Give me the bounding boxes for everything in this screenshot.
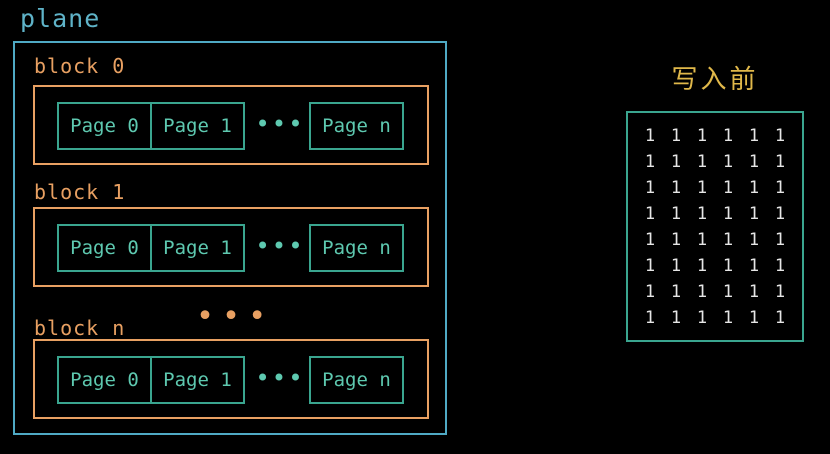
matrix-cell: 1 bbox=[670, 204, 682, 224]
block-n-label: block n bbox=[34, 316, 126, 340]
matrix-cell: 1 bbox=[670, 230, 682, 250]
block-1-pages: Page 0 Page 1 ••• Page n bbox=[57, 224, 407, 272]
matrix-cell: 1 bbox=[774, 308, 786, 328]
matrix-cell: 1 bbox=[644, 152, 656, 172]
matrix-cell: 1 bbox=[670, 308, 682, 328]
matrix-cell: 1 bbox=[670, 282, 682, 302]
page-0: Page 0 bbox=[57, 102, 152, 150]
block-n-pages: Page 0 Page 1 ••• Page n bbox=[57, 356, 407, 404]
matrix-cell: 1 bbox=[722, 204, 734, 224]
page-n: Page n bbox=[309, 356, 404, 404]
matrix-title: 写入前 bbox=[671, 65, 759, 95]
page-1: Page 1 bbox=[150, 224, 245, 272]
matrix-cell: 1 bbox=[722, 126, 734, 146]
block-n-box: Page 0 Page 1 ••• Page n bbox=[33, 339, 429, 419]
matrix-cell: 1 bbox=[696, 230, 708, 250]
matrix-cell: 1 bbox=[644, 308, 656, 328]
matrix-cell: 1 bbox=[722, 152, 734, 172]
matrix-cell: 1 bbox=[722, 178, 734, 198]
page-1: Page 1 bbox=[150, 102, 245, 150]
plane-label: plane bbox=[20, 4, 101, 33]
matrix-cell: 1 bbox=[696, 178, 708, 198]
matrix-cell: 1 bbox=[696, 308, 708, 328]
matrix-cell: 1 bbox=[722, 308, 734, 328]
page-1: Page 1 bbox=[150, 356, 245, 404]
matrix-cell: 1 bbox=[774, 126, 786, 146]
matrix-cell: 1 bbox=[748, 204, 760, 224]
page-0: Page 0 bbox=[57, 224, 152, 272]
page-n: Page n bbox=[309, 224, 404, 272]
matrix-cell: 1 bbox=[748, 282, 760, 302]
matrix-cell: 1 bbox=[670, 256, 682, 276]
matrix-cell: 1 bbox=[644, 256, 656, 276]
matrix-cell: 1 bbox=[748, 152, 760, 172]
matrix-cell: 1 bbox=[644, 178, 656, 198]
matrix-cell: 1 bbox=[644, 282, 656, 302]
block-1-box: Page 0 Page 1 ••• Page n bbox=[33, 207, 429, 287]
matrix-cell: 1 bbox=[774, 256, 786, 276]
block-0-pages: Page 0 Page 1 ••• Page n bbox=[57, 102, 407, 150]
matrix-cell: 1 bbox=[774, 282, 786, 302]
matrix-cell: 1 bbox=[696, 256, 708, 276]
matrix-cell: 1 bbox=[774, 230, 786, 250]
block-0-box: Page 0 Page 1 ••• Page n bbox=[33, 85, 429, 165]
matrix-cell: 1 bbox=[696, 204, 708, 224]
matrix-cell: 1 bbox=[670, 126, 682, 146]
matrix-cell: 1 bbox=[774, 178, 786, 198]
matrix-cell: 1 bbox=[748, 230, 760, 250]
plane-box bbox=[13, 41, 447, 435]
block-0-label: block 0 bbox=[34, 54, 126, 78]
matrix-cell: 1 bbox=[722, 256, 734, 276]
matrix-cell: 1 bbox=[722, 230, 734, 250]
matrix-cell: 1 bbox=[774, 204, 786, 224]
matrix-cell: 1 bbox=[670, 178, 682, 198]
matrix-cell: 1 bbox=[644, 204, 656, 224]
page-ellipsis: ••• bbox=[255, 232, 305, 260]
matrix-cell: 1 bbox=[748, 126, 760, 146]
page-n: Page n bbox=[309, 102, 404, 150]
page-ellipsis: ••• bbox=[255, 110, 305, 138]
matrix-cell: 1 bbox=[644, 230, 656, 250]
matrix-cell: 1 bbox=[696, 282, 708, 302]
matrix-cell: 1 bbox=[722, 282, 734, 302]
matrix-cell: 1 bbox=[644, 126, 656, 146]
matrix-cell: 1 bbox=[696, 152, 708, 172]
matrix-cell: 1 bbox=[748, 308, 760, 328]
matrix-cell: 1 bbox=[774, 152, 786, 172]
matrix-cell: 1 bbox=[696, 126, 708, 146]
block-ellipsis: ••• bbox=[196, 299, 275, 334]
page-ellipsis: ••• bbox=[255, 364, 305, 392]
matrix-cell: 1 bbox=[670, 152, 682, 172]
block-1-label: block 1 bbox=[34, 180, 126, 204]
matrix-cell: 1 bbox=[748, 178, 760, 198]
matrix-cell: 1 bbox=[748, 256, 760, 276]
page-0: Page 0 bbox=[57, 356, 152, 404]
